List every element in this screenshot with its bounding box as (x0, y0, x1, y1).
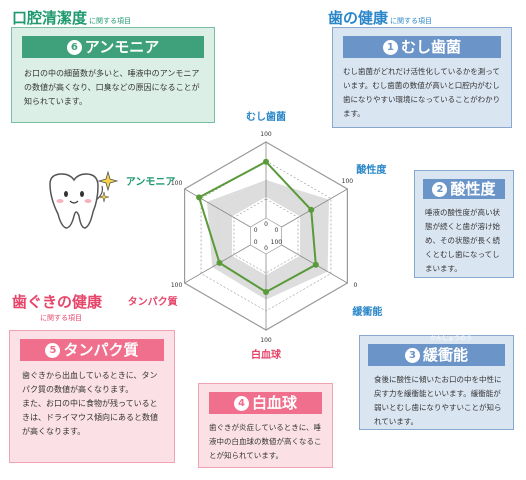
oral-section-title: 口腔清潔度に関する項目 (12, 7, 131, 28)
axis-label: 酸性度 (356, 163, 387, 176)
wbc-card-text: 歯ぐきが炎症しているときに、唾液中の白血球の数値が高くなることが知られています。 (209, 423, 322, 460)
data-point (312, 261, 319, 268)
outer-tick-label: 100 (342, 178, 354, 185)
buffer-furigana: かんしょうのう (430, 335, 473, 342)
acid-card-text: 唾液の酸性度が高い状態が続くと歯が溶け始め、その状態が長く続くとむし歯になってし… (425, 208, 500, 273)
mushi-card-text: むし歯菌がどれだけ活性化しているかを測っています。むし歯菌の数値が高いと口腔内が… (343, 67, 501, 118)
inner-tick-label: 0 (264, 221, 268, 228)
oral-section-title-text: 口腔清潔度 (12, 9, 88, 27)
acid-card-title: 酸性度 (450, 180, 496, 198)
teeth-section-title-text: 歯の健康 (328, 9, 389, 27)
tooth-mascot-icon (49, 170, 119, 229)
reference-band (206, 180, 329, 300)
data-point (308, 206, 315, 213)
number-badge-icon: 4 (233, 396, 249, 411)
inner-tick-label: 0 (254, 239, 258, 246)
inner-tick-label: 100 (271, 239, 283, 246)
gums-section-subtitle: に関する項目 (40, 314, 82, 322)
gums-section-title: 歯ぐきの健康 に関する項目 (12, 291, 102, 323)
oral-section-subtitle: に関する項目 (89, 17, 132, 25)
outer-tick-label: 100 (171, 180, 183, 187)
buffer-card-text: 食後に酸性に傾いたお口の中を中性に戻す力を緩衝能といいます。緩衝能が弱いとむし歯… (374, 375, 502, 426)
outer-tick-label: 0 (353, 282, 357, 289)
inner-tick-label: 0 (274, 227, 278, 234)
number-badge-icon: 1 (382, 40, 398, 55)
protein-card-text: 歯ぐきから出血しているときに、タンパク質の数値が高くなります。 また、お口の中に… (22, 371, 158, 436)
teeth-section-title: 歯の健康に関する項目 (328, 7, 432, 28)
axis-label: 白血球 (251, 348, 282, 361)
number-badge-icon: 5 (45, 343, 61, 358)
outer-tick-label: 100 (171, 282, 183, 289)
outer-tick-label: 100 (260, 131, 272, 138)
inner-tick-label: 0 (254, 227, 258, 234)
axis-label: 緩衝能 (352, 305, 382, 318)
data-point (196, 194, 203, 201)
axis-spoke (184, 188, 251, 228)
protein-card-title: タンパク質 (63, 341, 139, 359)
inner-tick-label: 0 (264, 245, 268, 252)
gums-section-title-text: 歯ぐきの健康 (12, 293, 103, 311)
ammonia-card-text: お口の中の細菌数が多いと、唾液中のアンモニアの数値が高くなり、口臭などの原因にな… (24, 69, 200, 106)
data-point (263, 289, 269, 295)
mushi-card-title: むし歯菌 (400, 38, 461, 56)
axis-label: むし歯菌 (246, 110, 286, 123)
axis-spoke (281, 188, 348, 228)
axis-label: タンパク質 (128, 295, 178, 308)
teeth-section-subtitle: に関する項目 (390, 17, 433, 25)
data-point (263, 158, 269, 165)
number-badge-icon: 3 (404, 348, 420, 363)
axis-label: アンモニア (126, 176, 176, 188)
buffer-card-title: 緩衝能 (422, 346, 468, 364)
number-badge-icon: 6 (66, 40, 82, 55)
outer-tick-label: 100 (260, 337, 272, 344)
number-badge-icon: 2 (432, 182, 448, 197)
wbc-card-title: 白血球 (251, 394, 297, 412)
data-point (216, 259, 223, 266)
ammonia-card-title: アンモニア (84, 38, 160, 56)
